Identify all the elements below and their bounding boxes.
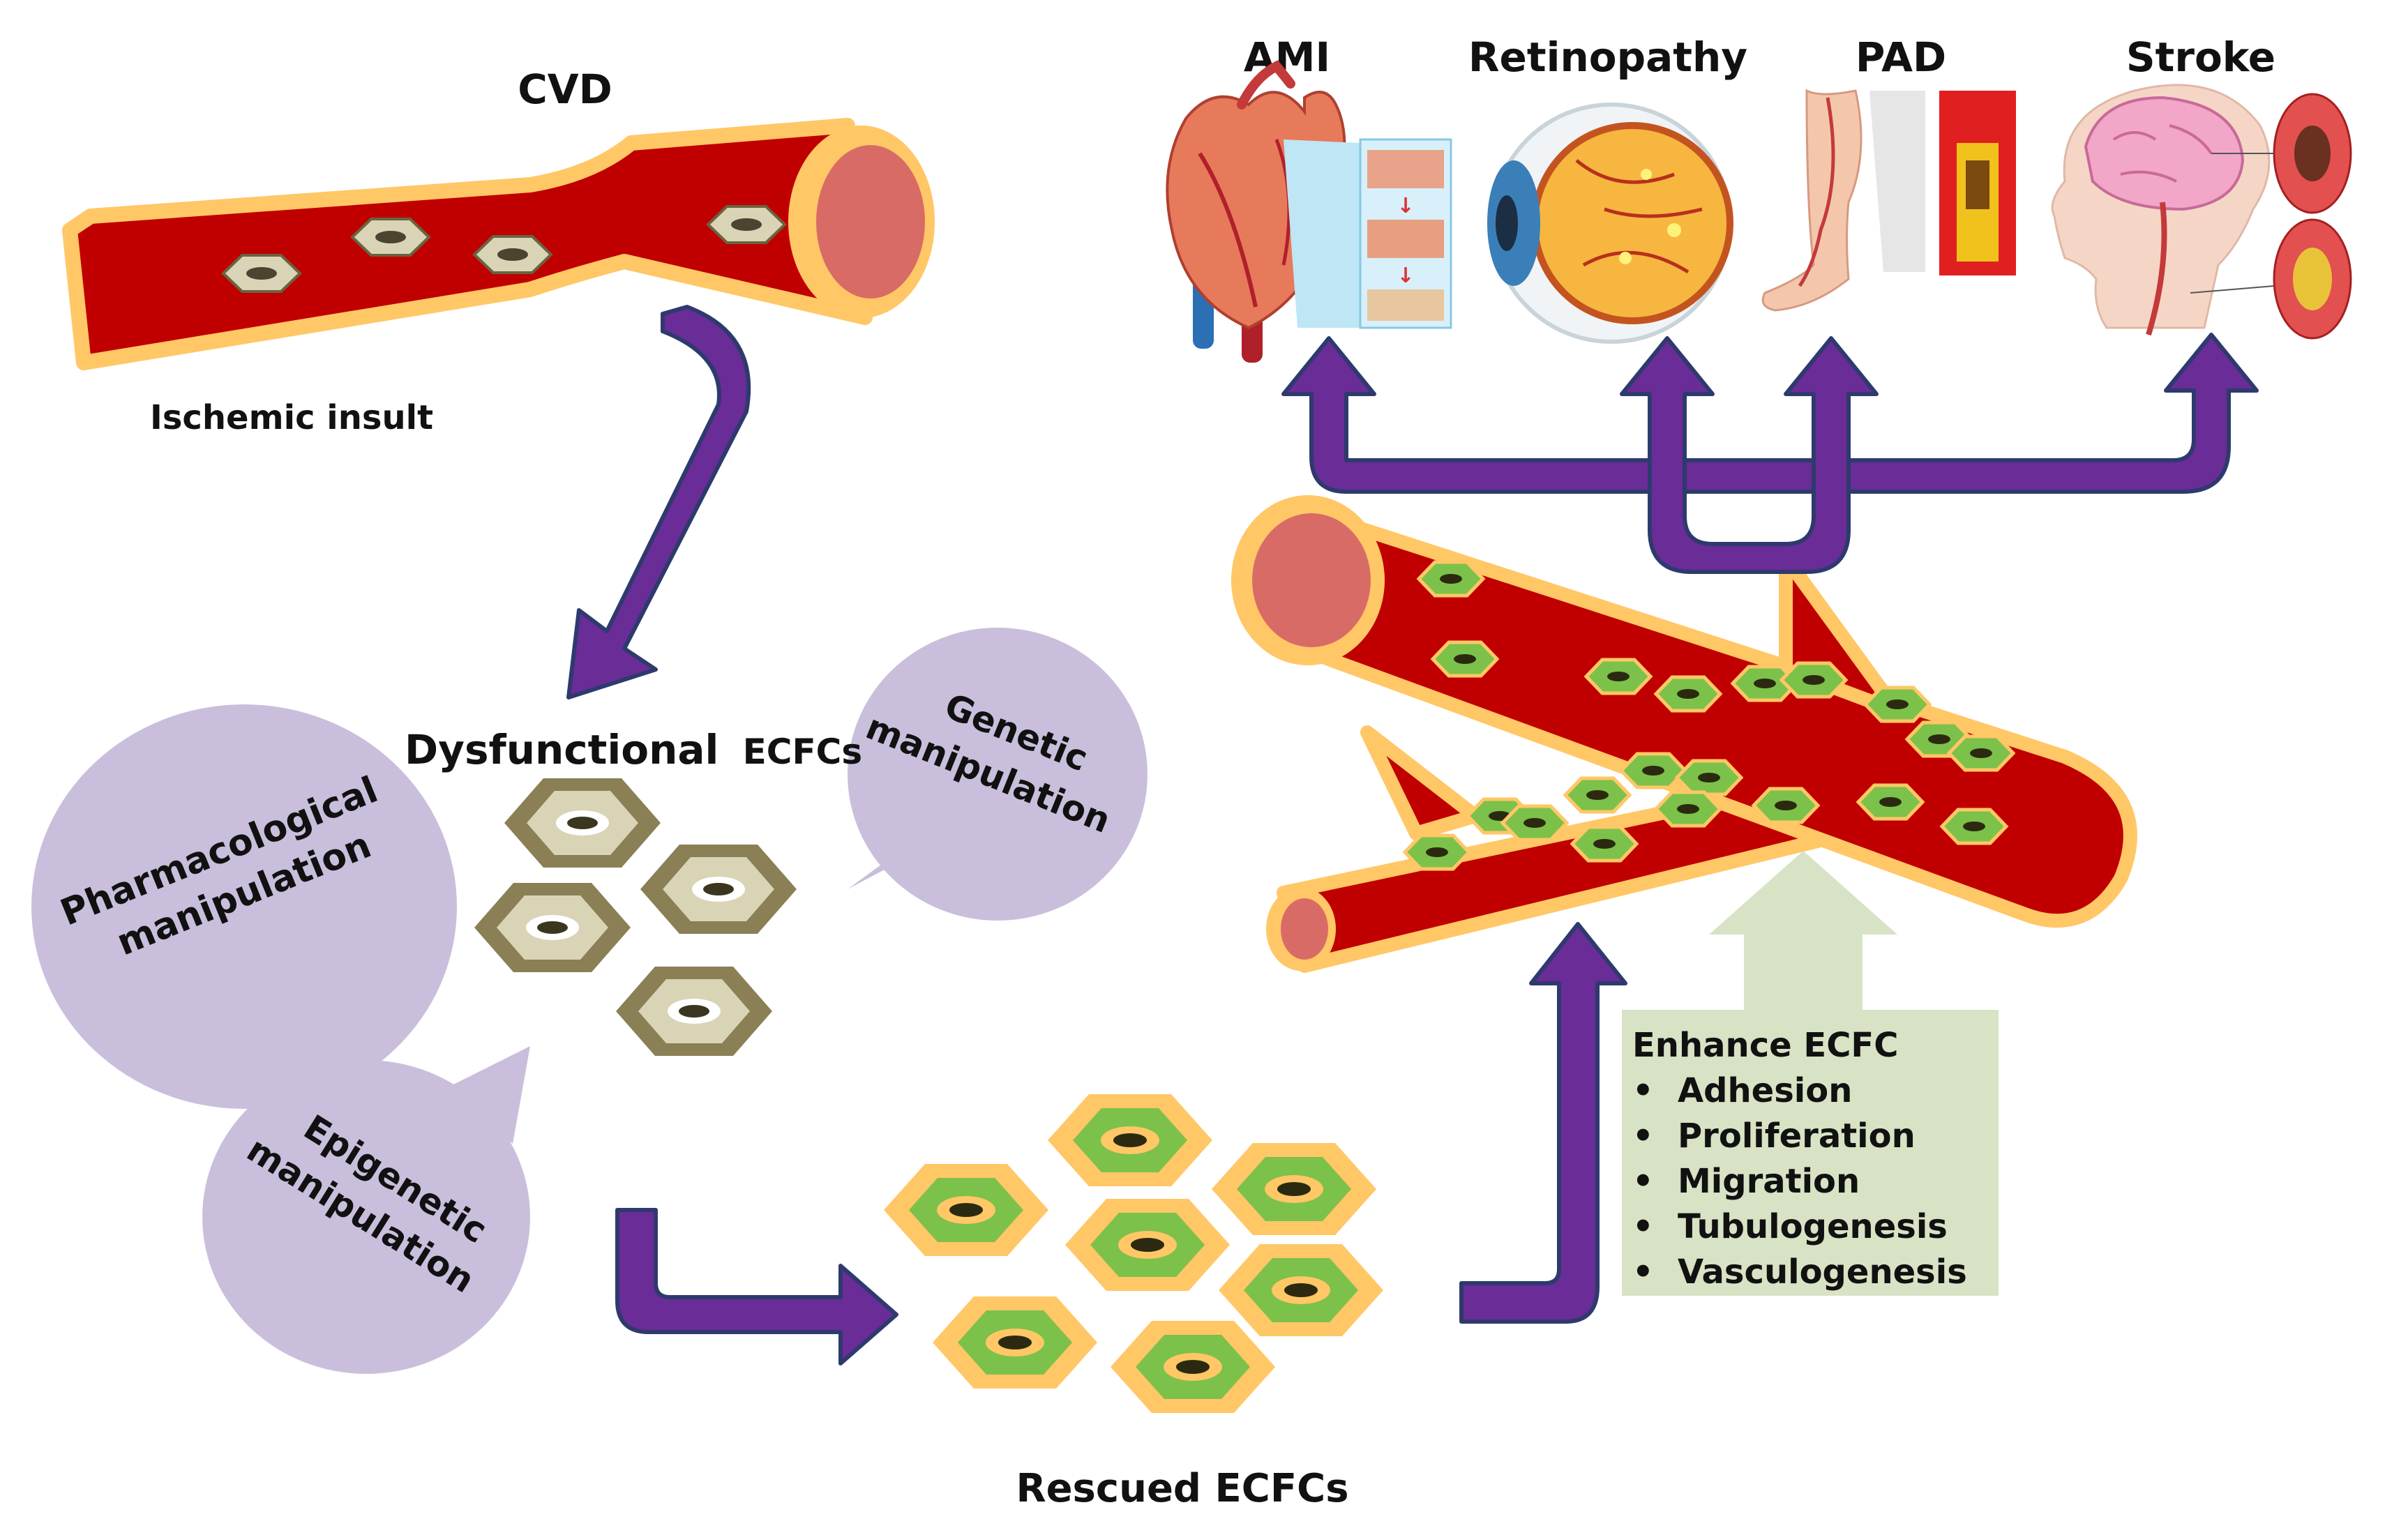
enhance-item-migration: Migration <box>1678 1162 1860 1201</box>
enhance-item-adhesion: Adhesion <box>1678 1071 1852 1110</box>
epigenetic-bubble: Epigenetic manipulation <box>202 1046 530 1374</box>
enhance-title: Enhance ECFC <box>1632 1026 1898 1065</box>
artery-plaque-panel-icon: ↓ ↓ <box>1284 138 1452 329</box>
enhance-list: • Adhesion • Proliferation • Migration •… <box>1632 1071 1967 1292</box>
enhance-bullet: • <box>1632 1253 1654 1292</box>
enhance-bullet: • <box>1632 1117 1654 1156</box>
enhance-bullet: • <box>1632 1162 1654 1201</box>
enhance-item-vasculogenesis: Vasculogenesis <box>1678 1253 1967 1292</box>
condition-label-pad: PAD <box>1856 33 1946 81</box>
arrow-glyph: ↓ <box>1397 194 1414 218</box>
pharmacological-bubble: Pharmacological manipulation <box>31 704 457 1109</box>
enhance-item-proliferation: Proliferation <box>1678 1117 1916 1156</box>
stroke-vessel-hemorrhagic-icon <box>2273 93 2352 214</box>
arrow-to-vessel <box>1459 922 1627 1324</box>
enhance-bullet: • <box>1632 1207 1654 1246</box>
ischemic-insult-label: Ischemic insult <box>150 398 433 437</box>
arrow-to-rescued <box>615 1208 898 1366</box>
enhance-ecfc-box: Enhance ECFC • Adhesion • Proliferation … <box>1622 1010 1999 1296</box>
condition-label-retinopathy: Retinopathy <box>1468 33 1747 81</box>
stroke-vessel-thrombotic-icon <box>2273 218 2352 340</box>
dysfunctional-ecfcs-word: ECFCs <box>743 732 862 772</box>
brain-icon <box>2051 84 2352 340</box>
rescued-ecfcs-label: Rescued ECFCs <box>1016 1466 1348 1511</box>
cvd-label: CVD <box>518 66 612 113</box>
enhance-up-arrow <box>1709 851 1897 1011</box>
genetic-bubble: Genetic manipulation <box>848 628 1147 921</box>
dysfunctional-word: Dysfunctional <box>405 726 718 773</box>
rescued-ecfc-cluster <box>884 1094 1383 1413</box>
condition-label-stroke: Stroke <box>2126 33 2275 81</box>
dysfunctional-ecfcs-label: Dysfunctional ECFCs <box>405 726 862 773</box>
eye-icon <box>1487 103 1733 344</box>
healthy-vessel <box>1231 495 2137 973</box>
dysfunctional-ecfc-cluster <box>474 778 797 1056</box>
condition-arrows <box>1281 333 2259 574</box>
cvd-vessel <box>62 118 935 370</box>
arrow-to-dysfunctional <box>566 305 751 699</box>
enhance-item-tubulogenesis: Tubulogenesis <box>1678 1207 1948 1246</box>
arrow-glyph: ↓ <box>1397 264 1414 288</box>
enhance-bullet: • <box>1632 1071 1654 1110</box>
leg-artery-icon <box>1761 89 2016 312</box>
